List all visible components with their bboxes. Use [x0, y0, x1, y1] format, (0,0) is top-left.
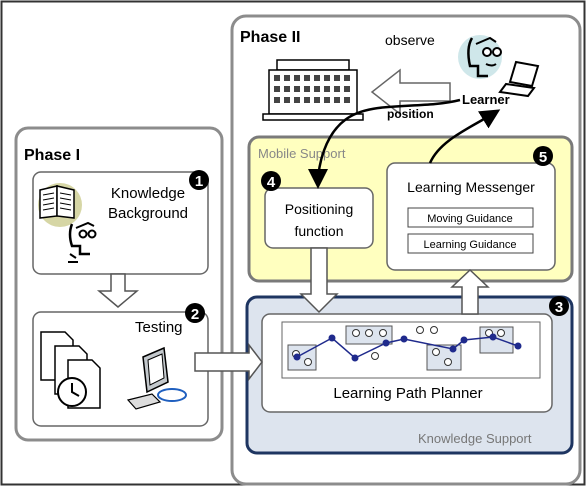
planner-to-messenger-arrow [450, 268, 490, 315]
learner-icon [458, 35, 502, 79]
badge-3: 3 [549, 296, 569, 316]
svg-text:4: 4 [267, 174, 276, 191]
learning-path-nodes [293, 333, 522, 362]
svg-text:2: 2 [191, 306, 199, 323]
positioning-line1: Positioning [285, 201, 354, 217]
computer-icon [126, 346, 187, 410]
testing-label: Testing [135, 319, 183, 336]
phase1-title: Phase I [24, 147, 80, 164]
badge-2: 2 [185, 303, 205, 323]
badge-4: 4 [261, 171, 281, 191]
mobile-support-label: Mobile Support [258, 146, 346, 161]
book-icon [38, 183, 82, 227]
testing-to-planner-arrow [194, 342, 263, 382]
positioning-function-box [264, 187, 374, 249]
positioning-to-planner-arrow [299, 247, 339, 314]
phase2-title: Phase II [240, 29, 300, 46]
messenger-to-learner-arrow [428, 109, 501, 164]
learner-label: Learner [462, 92, 510, 107]
moving-guidance-label: Moving Guidance [427, 213, 513, 225]
path-cluster-circles [292, 326, 505, 366]
moving-guidance-box [407, 207, 534, 228]
clock-icon [57, 377, 87, 407]
position-arrow [308, 98, 461, 189]
learning-guidance-box [407, 233, 534, 254]
background-to-testing-arrow [96, 273, 140, 308]
position-label: position [387, 107, 434, 121]
svg-text:5: 5 [539, 149, 547, 166]
observe-label: observe [385, 32, 435, 48]
observe-arrow [370, 68, 451, 116]
learning-messenger-title: Learning Messenger [407, 179, 535, 195]
knowledge-line2: Background [108, 205, 188, 222]
learning-guidance-label: Learning Guidance [424, 239, 517, 251]
building-icon [262, 59, 364, 121]
learning-path-planner-label: Learning Path Planner [333, 385, 482, 402]
svg-text:3: 3 [555, 299, 563, 316]
badge-1: 1 [189, 170, 209, 190]
laptop-icon [498, 60, 540, 98]
svg-text:1: 1 [195, 173, 203, 190]
thinker-icon [68, 221, 97, 263]
knowledge-support-label: Knowledge Support [418, 431, 532, 446]
positioning-line2: function [294, 223, 343, 239]
knowledge-line1: Knowledge [111, 185, 185, 202]
badge-5: 5 [533, 146, 553, 166]
